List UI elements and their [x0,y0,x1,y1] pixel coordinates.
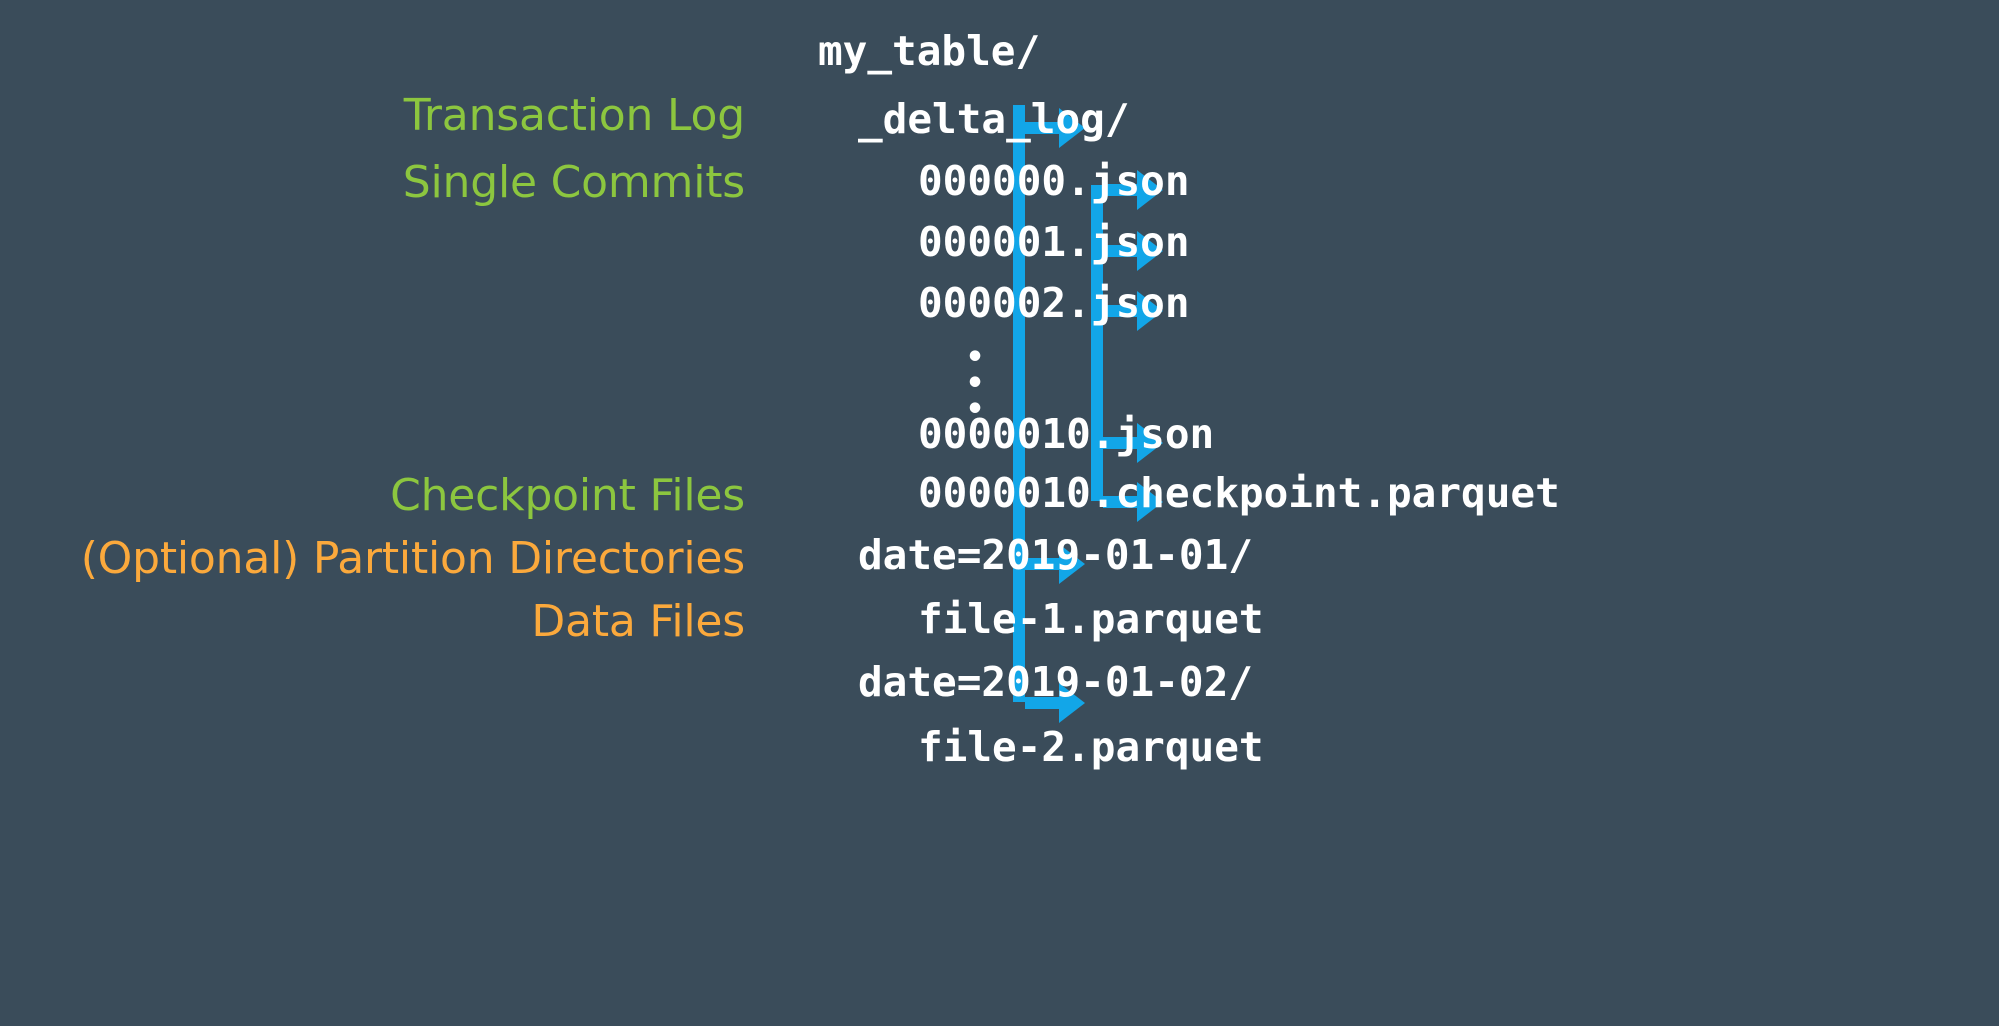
tree-node-000001-json: 000001.json [918,218,1190,266]
tree-node-000002-json: 000002.json [918,279,1190,327]
tree-trunk-root [1013,105,1025,702]
tree-node-file-2-parquet: file-2.parquet [918,723,1264,771]
tree-node-root: my_table/ [818,27,1041,75]
label-transaction-log: Transaction Log [403,90,745,141]
tree-node-ellipsis: ••• [965,340,985,427]
label-data-files: Data Files [531,596,745,647]
label-optional-partition-directories: (Optional) Partition Directories [80,533,745,584]
label-checkpoint-files: Checkpoint Files [390,470,745,521]
tree-node-date-2019-01-01: date=2019-01-01/ [858,531,1253,579]
label-single-commits: Single Commits [402,157,745,208]
tree-node-delta-log: _delta_log/ [858,95,1130,143]
tree-node-0000010-json: 0000010.json [918,410,1215,458]
tree-node-date-2019-01-02: date=2019-01-02/ [858,658,1253,706]
tree-trunk-delta-log [1091,185,1103,501]
tree-node-0000010-checkpoint-parquet: 0000010.checkpoint.parquet [918,469,1560,517]
tree-node-000000-json: 000000.json [918,157,1190,205]
tree-node-file-1-parquet: file-1.parquet [918,595,1264,643]
